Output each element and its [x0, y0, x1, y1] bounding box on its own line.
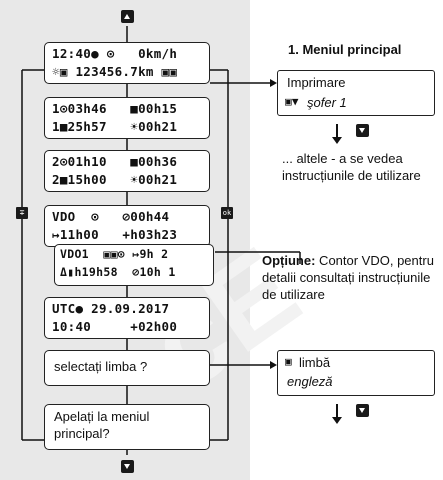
up-arrow-icon[interactable]: [121, 10, 134, 23]
lang-down-arrowhead-icon: [332, 417, 342, 424]
lang-card-icon: ▣: [285, 355, 292, 368]
screen-driver2-line1: 2⊙01h10 ■00h36: [52, 154, 178, 169]
screen-vdo-line1: VDO ⊙ ⊘00h44: [52, 209, 170, 224]
ok-key-icon[interactable]: ok: [221, 207, 233, 219]
lang-box-line1: limbă: [299, 355, 331, 370]
lang-down-arrow-icon: [336, 404, 338, 418]
others-down-arrowhead-icon: [332, 137, 342, 144]
screen-utc-line1: UTC● 29.09.2017: [52, 301, 170, 316]
print-box-line2: şofer 1: [307, 95, 347, 110]
screen-language-text: selectați limba ?: [54, 359, 148, 374]
screen-utc: [44, 297, 210, 339]
screen-vdo-line2: ↦11h00 +h03h23: [52, 227, 178, 242]
screen-standard-line1: 12:40● ⊙ 0km/h: [52, 46, 178, 61]
screen-vdo1: [54, 244, 214, 286]
screen-vdo1-line2: Δ▮h19h58 ⊘10h 1: [60, 265, 176, 279]
screen-vdo1-line1: VDO1 ▣▣⊙ ↦9h 2: [60, 247, 169, 261]
screen-driver1-line2: 1■25h57 ☀00h21: [52, 119, 178, 134]
lang-box: [277, 350, 435, 396]
screen-vdo: [44, 205, 210, 247]
print-box-line1: Imprimare: [287, 75, 346, 90]
driver-card-icon: ▣▼: [285, 95, 299, 108]
screen-standard-line2: ☼▣ 123456.7km ▣▣: [52, 64, 178, 79]
screen-standard: [44, 42, 210, 84]
screen-main-menu: [44, 404, 210, 450]
others-down-arrow-icon: [336, 124, 338, 138]
screen-driver1: [44, 97, 210, 139]
screen-driver2: [44, 150, 210, 192]
others-down-key-icon[interactable]: [356, 124, 369, 137]
down-arrow-icon[interactable]: [121, 460, 134, 473]
option-description: Contor VDO, pentru detalii consultați in…: [262, 253, 434, 302]
screen-main-menu-text: Apelați la meniul principal?: [54, 409, 150, 441]
others-text: ... altele - a se vedea instrucțiunile d…: [282, 151, 421, 183]
screen-language: [44, 350, 210, 386]
lang-down-key-icon[interactable]: [356, 404, 369, 417]
print-box: [277, 70, 435, 116]
screen-driver2-line2: 2■15h00 ☀00h21: [52, 172, 178, 187]
option-label: Opțiune:: [262, 253, 316, 268]
option-text: Opțiune: Contor VDO, pentru detalii cons…: [262, 252, 442, 303]
minus-key-icon[interactable]: ∓: [16, 207, 28, 219]
screen-driver1-line1: 1⊙03h46 ■00h15: [52, 101, 178, 116]
screen-utc-line2: 10:40 +02h00: [52, 319, 178, 334]
main-menu-title: 1. Meniul principal: [288, 42, 402, 57]
lang-box-line2: engleză: [287, 374, 333, 389]
